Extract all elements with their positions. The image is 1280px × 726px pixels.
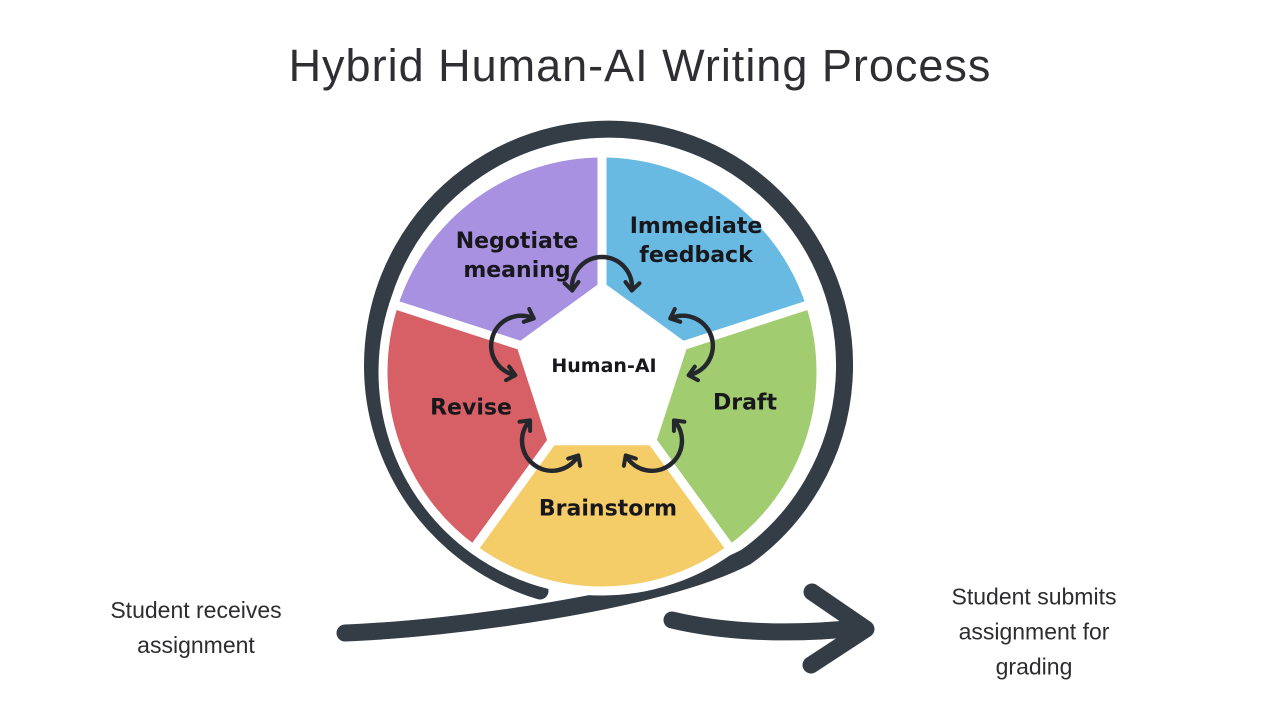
exchange-arrow xyxy=(488,306,536,383)
segment-label-immediate-feedback: Immediate feedback xyxy=(629,213,763,268)
page-title: Hybrid Human-AI Writing Process xyxy=(288,40,992,91)
wheel-segment-immediate-feedback xyxy=(597,148,815,351)
exchange-arrow xyxy=(517,418,583,474)
exchange-arrow xyxy=(562,254,642,293)
wheel-segment-brainstorm xyxy=(468,436,736,596)
start-annotation: Student receives assignment xyxy=(110,597,282,658)
exchange-arrow xyxy=(668,306,716,383)
exit-arrow-shaft xyxy=(663,611,867,641)
exchange-arrow xyxy=(621,418,687,474)
exit-arrow-head xyxy=(802,583,875,674)
segment-label-revise: Revise xyxy=(430,395,512,421)
bidirectional-arrows xyxy=(488,254,716,474)
segment-label-brainstorm: Brainstorm xyxy=(538,496,678,522)
segment-label-negotiate-meaning: Negotiate meaning xyxy=(455,228,579,283)
loop-ring xyxy=(336,120,853,642)
wheel-segment-negotiate-meaning xyxy=(389,148,607,351)
center-label: Human-AI xyxy=(551,355,657,377)
end-annotation: Student submits assignment for grading xyxy=(951,583,1117,680)
segment-label-draft: Draft xyxy=(712,390,778,416)
